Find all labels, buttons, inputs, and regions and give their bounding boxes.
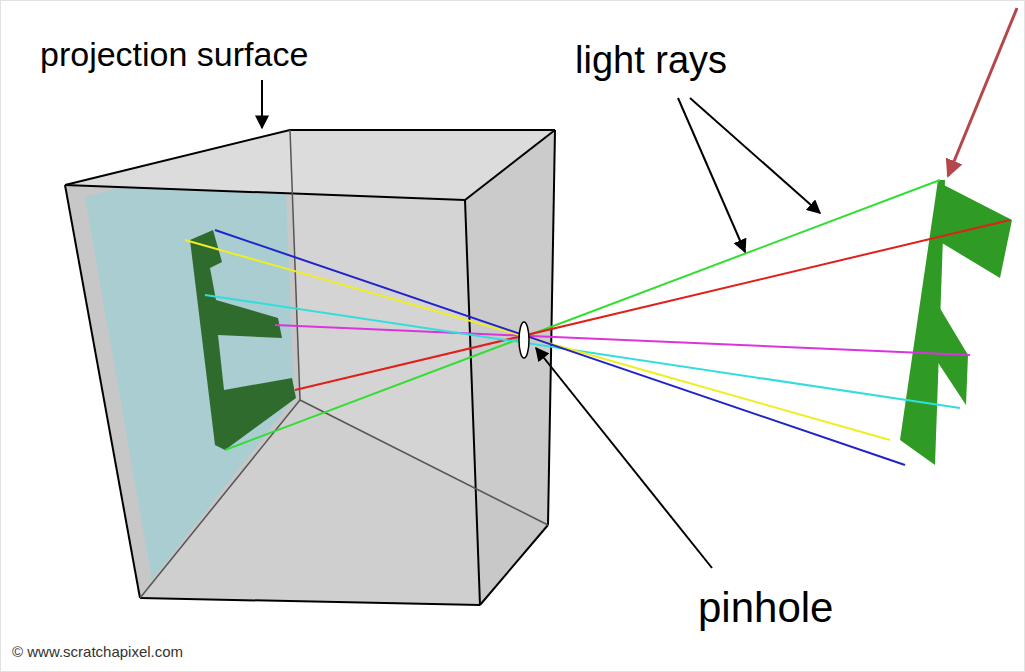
part-label: projection surface: [40, 36, 308, 73]
leader-arrows: [262, 80, 820, 568]
pinhole-opening: [519, 322, 529, 358]
callout-arrow: [948, 8, 1017, 176]
camera-box: [65, 130, 555, 605]
copyright-note: © www.scratchapixel.com: [12, 644, 183, 661]
projected-image: [190, 230, 296, 450]
part-label: light rays: [575, 40, 727, 82]
part-label: pinhole: [698, 585, 833, 631]
light-ray-lines: [185, 180, 1010, 465]
